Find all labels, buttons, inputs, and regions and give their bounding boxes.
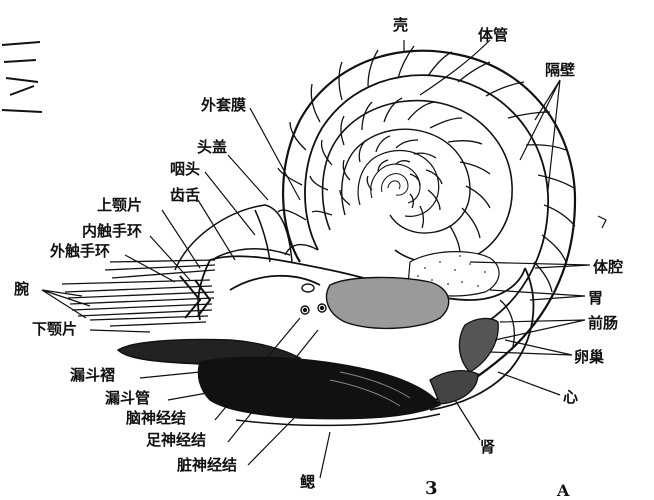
edge-mark: [597, 215, 607, 229]
label-pharynx: 咽头: [170, 160, 200, 178]
label-arms: 腕: [14, 280, 29, 298]
label-foregut: 前肠: [588, 314, 618, 332]
label-shell: 壳: [392, 16, 408, 34]
posterior-organs: [429, 299, 515, 405]
label-stomach: 胃: [588, 289, 603, 307]
label-mantle: 外套膜: [200, 96, 246, 114]
stomach-region: [325, 276, 450, 330]
label-funnel-fold: 漏斗褶: [70, 366, 115, 384]
label-visceral-ganglion: 脏神经结: [177, 456, 237, 474]
label-cerebral-ganglion: 脑神经结: [126, 409, 186, 427]
label-radula: 齿舌: [170, 186, 200, 204]
label-siphuncle: 体管: [478, 26, 508, 44]
visceral-mass: [197, 356, 442, 427]
label-pedal-ganglion: 足神经结: [146, 431, 206, 449]
label-upper-jaw: 上颚片: [97, 196, 142, 214]
label-coelom: 体腔: [593, 258, 623, 276]
shell-outline: [281, 49, 577, 407]
label-heart: 心: [563, 388, 578, 406]
ganglia-dots: [300, 283, 327, 315]
figure-number: 3: [425, 478, 438, 499]
leader-lines: [41, 39, 591, 479]
label-hood: 头盖: [197, 138, 227, 156]
corner-letter: A: [556, 481, 570, 500]
label-funnel-tube: 漏斗管: [105, 389, 150, 407]
label-septa: 隔壁: [545, 61, 575, 79]
hood-and-mantle: [174, 204, 293, 271]
label-ovary: 卵巢: [574, 348, 604, 366]
tentacles: [61, 259, 216, 327]
label-outer-tentacle-ring: 外触手环: [49, 242, 110, 260]
label-lower-jaw: 下颚片: [32, 320, 77, 338]
label-inner-tentacle-ring: 内触手环: [82, 222, 142, 240]
label-kidney: 肾: [480, 438, 495, 456]
label-gill: 鳃: [300, 473, 315, 491]
scan-edge-marks: [1, 41, 43, 113]
